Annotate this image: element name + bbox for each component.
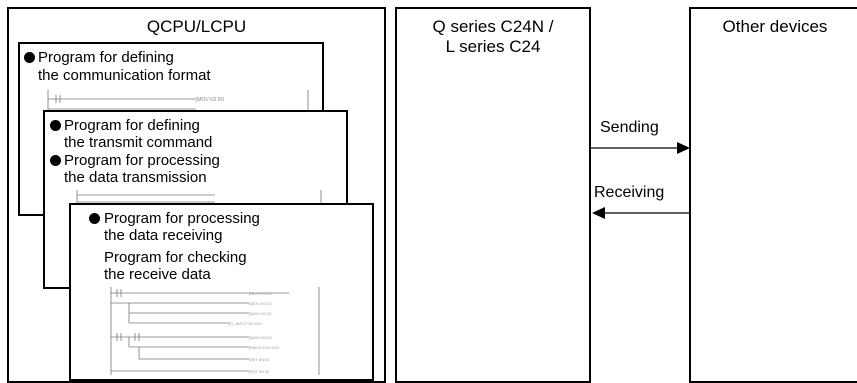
panel-text: the communication format (38, 67, 211, 84)
sending-label: Sending (600, 119, 659, 136)
panel-text: the receive data (104, 266, 211, 283)
svg-text:[G_INPUT K0 D10: [G_INPUT K0 D10 (229, 321, 263, 326)
ladder-program-icon: [MOV K0 D0 (47, 90, 309, 112)
svg-text:[RST M100: [RST M100 (249, 369, 270, 374)
ladder-program-icon: [MOV K1 D0 [MOV K0 D1 [MOV K0 D2 [G_INPU… (110, 287, 320, 375)
module-title-line2: L series C24 (445, 37, 541, 56)
svg-text:[SET M100: [SET M100 (249, 357, 270, 362)
svg-text:[BMOV D10 D20: [BMOV D10 D20 (249, 345, 280, 350)
panel-text: the data receiving (104, 227, 223, 244)
devices-title: Other devices (722, 17, 828, 36)
panel-text: Program for processing (104, 210, 260, 227)
panel-text: Program for checking (104, 249, 247, 266)
devices-box: Other devices (689, 7, 857, 383)
svg-text:[MOV K0 D0: [MOV K0 D0 (196, 97, 224, 103)
arrow-right-icon (591, 142, 690, 154)
svg-text:[MOV K0 D1: [MOV K0 D1 (249, 301, 272, 306)
ladder-program-icon (76, 190, 322, 204)
bullet-icon (50, 120, 61, 131)
panel-text: Program for defining (64, 117, 200, 134)
svg-text:[MOV D0 D3: [MOV D0 D3 (249, 335, 272, 340)
module-box: Q series C24N / L series C24 (395, 7, 591, 383)
panel-text: the data transmission (64, 169, 207, 186)
module-title-line1: Q series C24N / (432, 17, 554, 36)
receive-program-panel: Program for processing the data receivin… (69, 203, 374, 381)
bullet-icon (89, 213, 100, 224)
arrow-left-icon (592, 207, 690, 219)
receiving-label: Receiving (594, 184, 665, 201)
panel-text: the transmit command (64, 134, 213, 151)
panel-text: Program for processing (64, 152, 220, 169)
panel-text: Program for defining (38, 49, 174, 66)
svg-text:[MOV K1 D0: [MOV K1 D0 (249, 291, 272, 296)
bullet-icon (24, 52, 35, 63)
cpu-title: QCPU/LCPU (146, 17, 247, 36)
bullet-icon (50, 155, 61, 166)
svg-text:[MOV K0 D2: [MOV K0 D2 (249, 311, 272, 316)
